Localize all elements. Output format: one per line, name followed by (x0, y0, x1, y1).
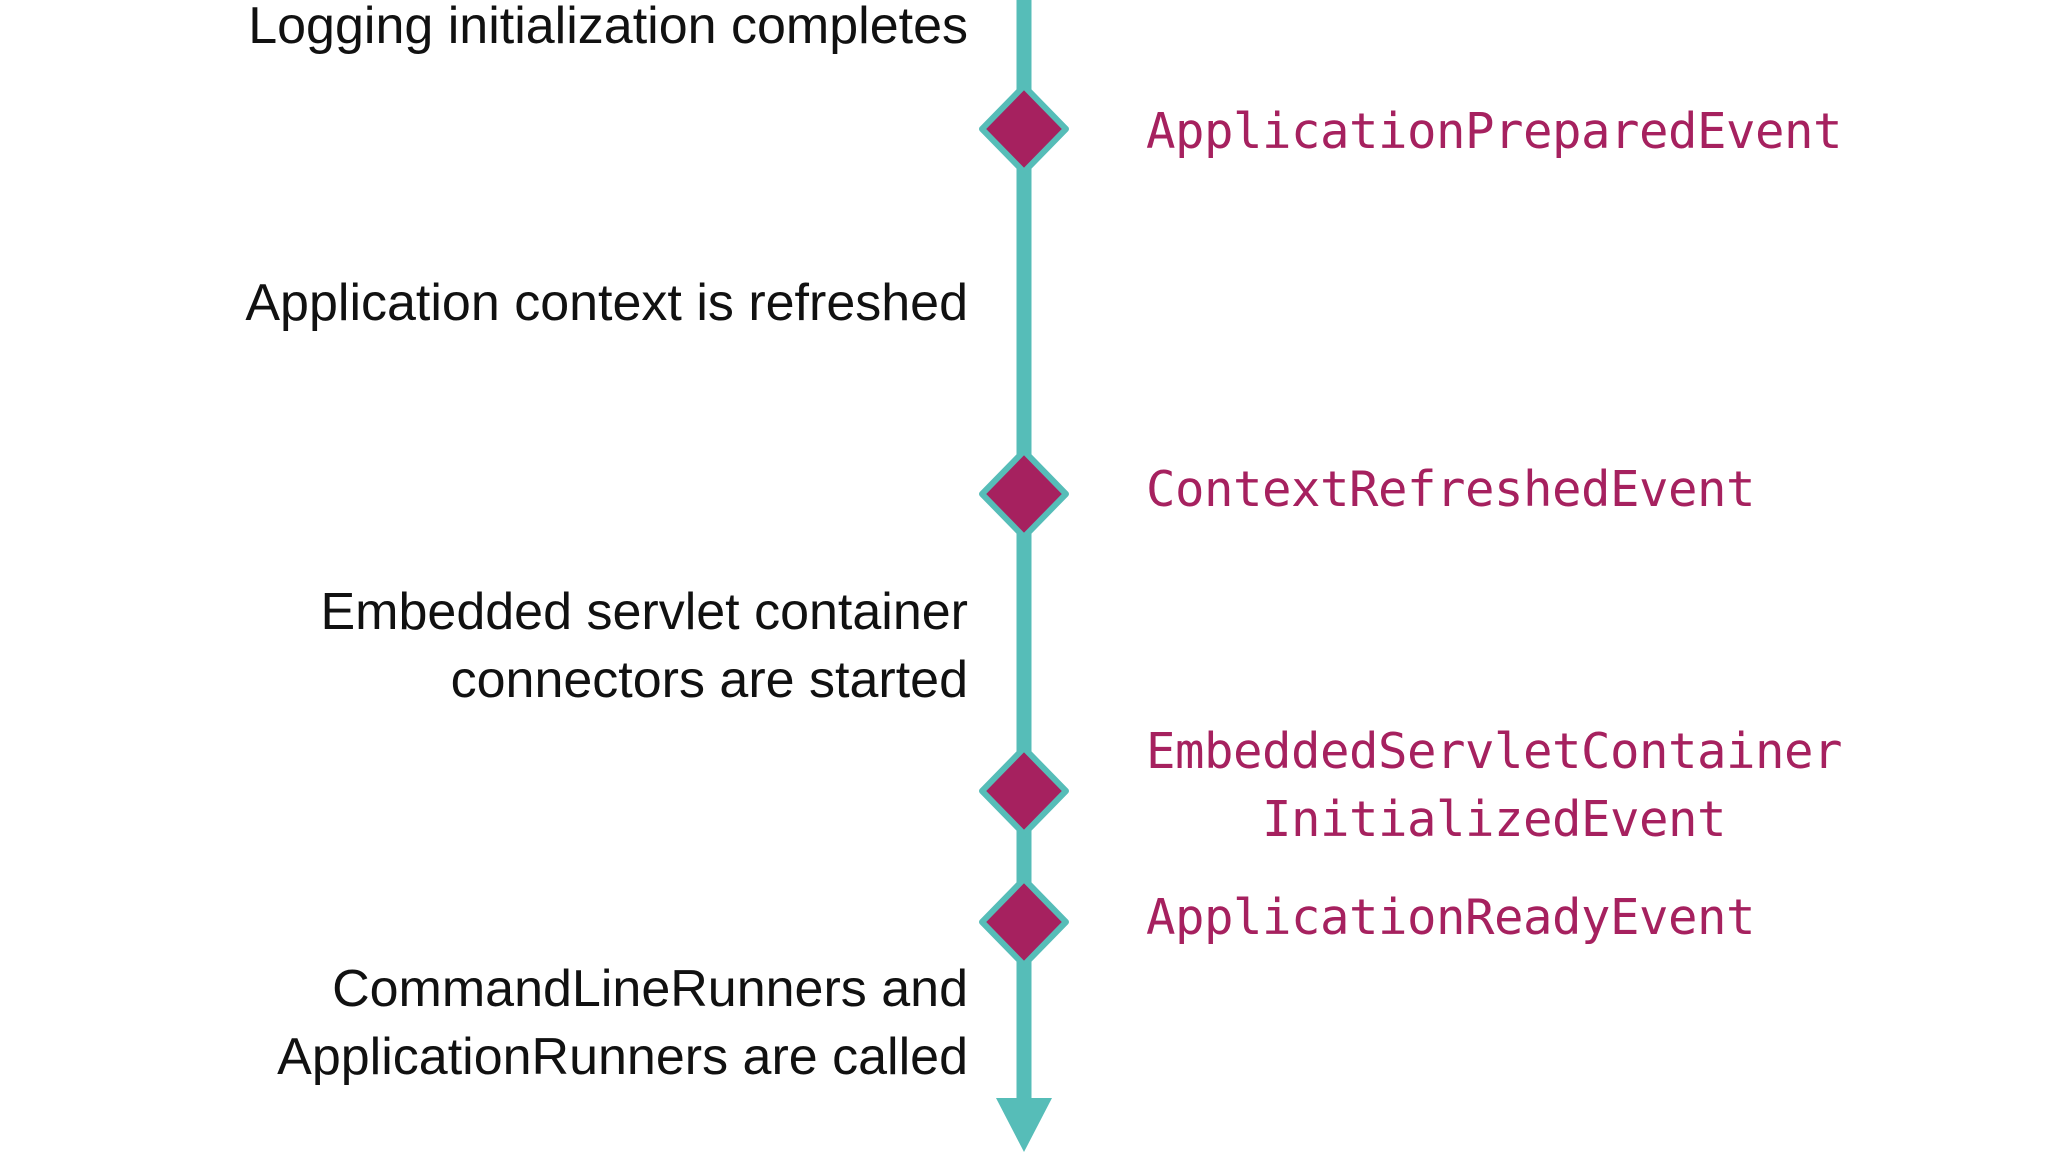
event-label-servlet-container-initialized: EmbeddedServletContainer InitializedEven… (1146, 718, 1843, 854)
event-text-line: ContextRefreshedEvent (1146, 461, 1756, 518)
event-marker-servlet-container-initialized (979, 745, 1069, 837)
event-label-context-refreshed: ContextRefreshedEvent (1146, 456, 1756, 524)
timeline-arrow-head (996, 1098, 1052, 1152)
step-text-line: connectors are started (450, 651, 968, 709)
event-text-line: ApplicationPreparedEvent (1146, 103, 1843, 160)
step-runners-called: CommandLineRunners and ApplicationRunner… (277, 955, 968, 1091)
step-text-line: ApplicationRunners are called (277, 1028, 968, 1086)
step-text-line: CommandLineRunners and (332, 960, 968, 1018)
event-label-application-ready: ApplicationReadyEvent (1146, 884, 1756, 952)
step-text-line: Embedded servlet container (320, 583, 969, 641)
event-text-line: EmbeddedServletContainer (1146, 723, 1843, 780)
step-servlet-connectors-started: Embedded servlet container connectors ar… (321, 578, 969, 714)
event-text-line: InitializedEvent (1262, 791, 1727, 848)
step-text-line: Application context is refreshed (245, 274, 968, 332)
event-marker-application-ready (979, 876, 1069, 968)
step-text-line: Logging initialization completes (248, 0, 968, 55)
event-marker-application-prepared (979, 83, 1069, 175)
event-marker-context-refreshed (979, 448, 1069, 540)
event-label-application-prepared: ApplicationPreparedEvent (1146, 98, 1843, 166)
step-context-refreshed: Application context is refreshed (245, 269, 968, 337)
step-logging-initialization: Logging initialization completes (248, 0, 968, 60)
event-text-line: ApplicationReadyEvent (1146, 889, 1756, 946)
